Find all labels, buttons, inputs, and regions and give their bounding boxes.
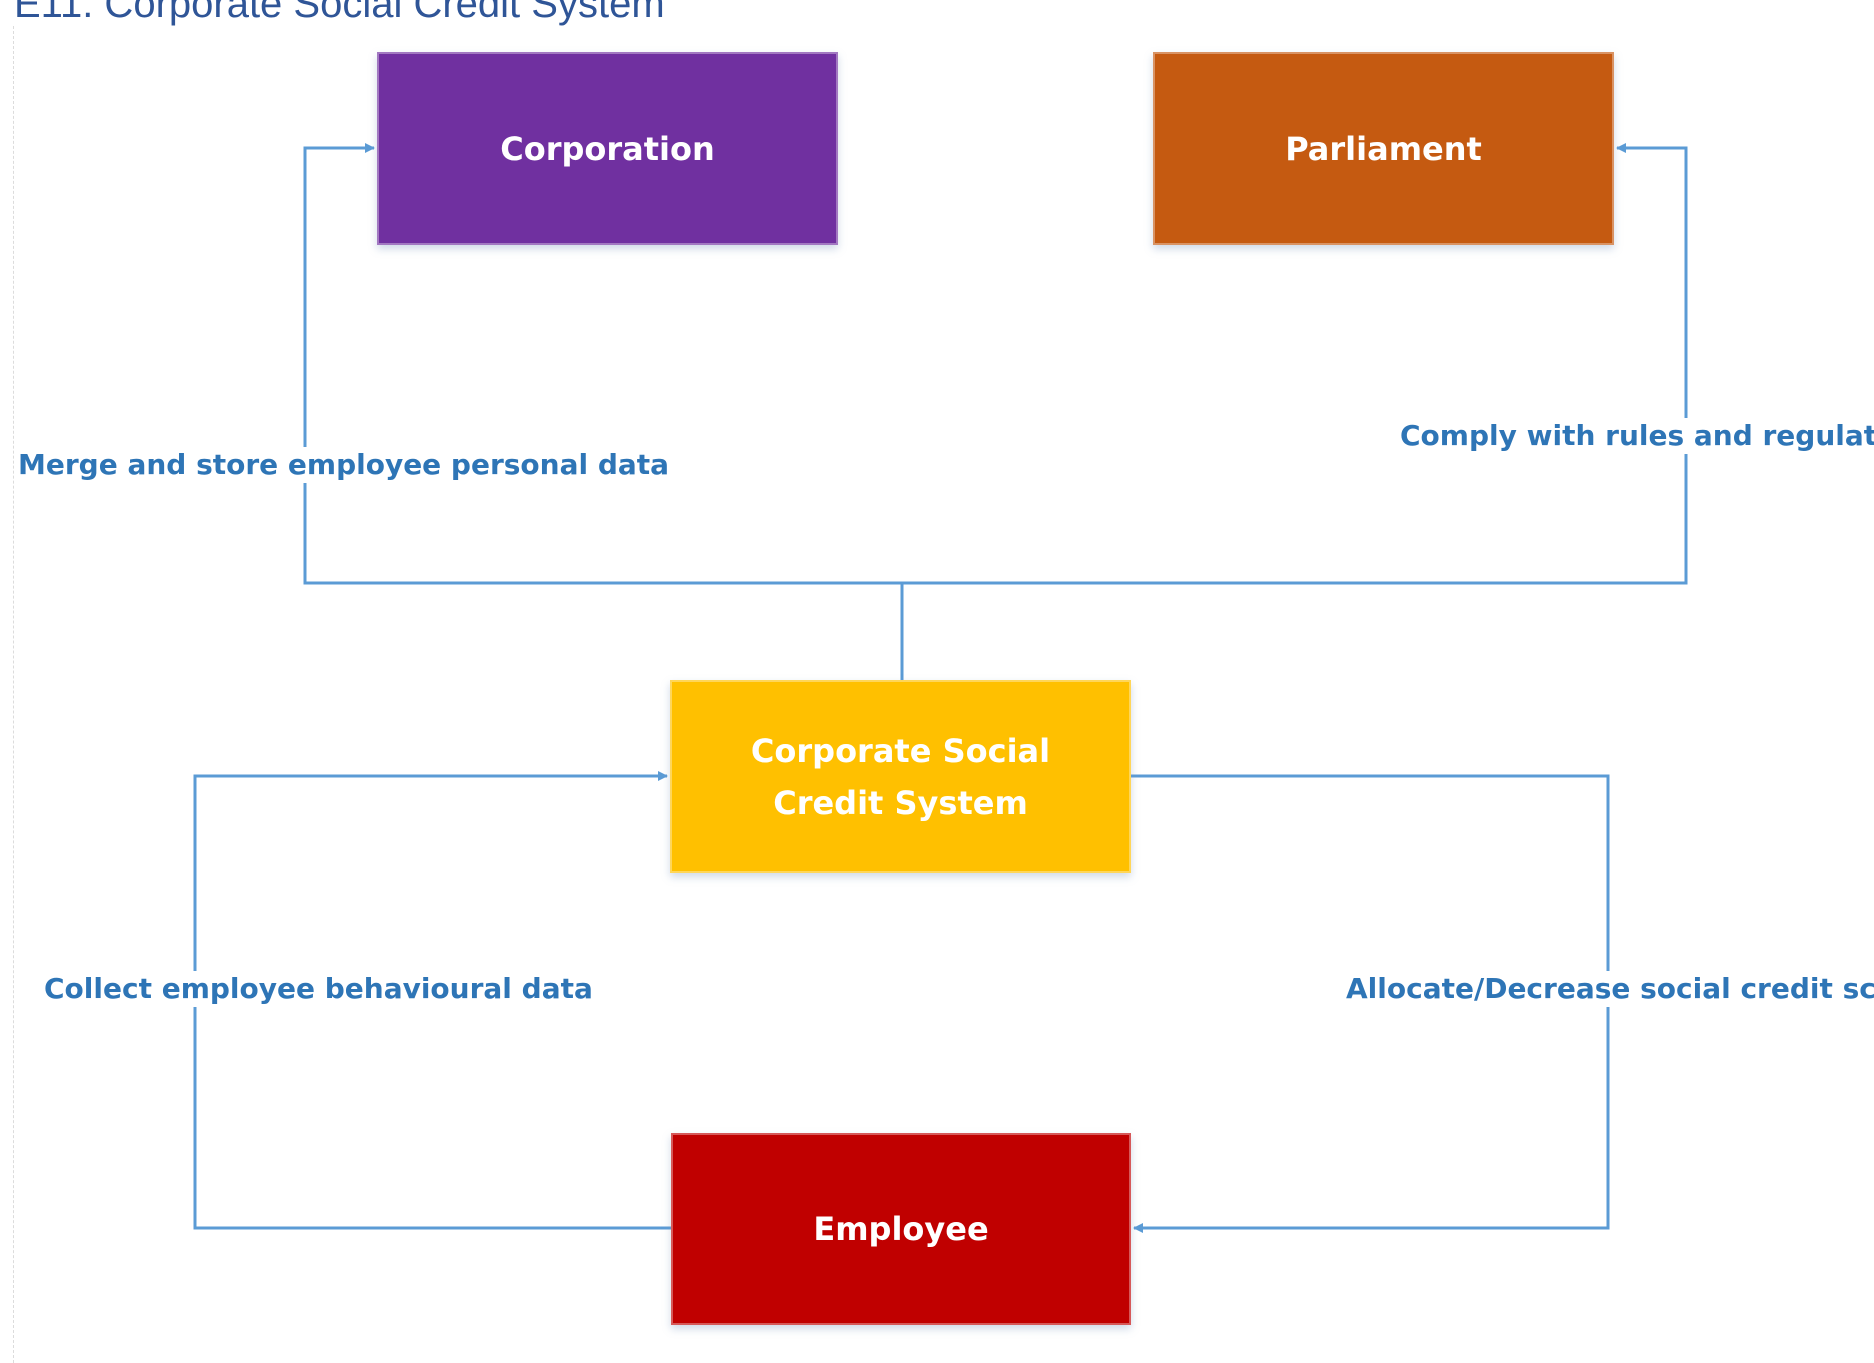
corporation-node-label: Corporation — [500, 129, 715, 168]
parliament-node-label: Parliament — [1285, 129, 1482, 168]
connector-hub-to-corporation — [303, 143, 902, 585]
connector-hub-to-parliament — [902, 143, 1688, 585]
employee-node-label: Employee — [813, 1210, 989, 1248]
corporation-node: Corporation — [377, 52, 838, 245]
page-margin-rule — [13, 26, 14, 1363]
edge-label-comply-rules: Comply with rules and regulations — [1398, 418, 1874, 454]
edge-label-collect-data: Collect employee behavioural data — [42, 971, 595, 1007]
edge-label-allocate-score: Allocate/Decrease social credit score — [1344, 971, 1874, 1007]
diagram-title: E11. Corporate Social Credit System — [14, 0, 665, 26]
social-credit-system-node-label: Corporate Social Credit System — [750, 731, 1051, 822]
employee-node: Employee — [671, 1133, 1131, 1325]
edge-label-merge-data: Merge and store employee personal data — [16, 447, 672, 483]
social-credit-system-node: Corporate Social Credit System — [670, 680, 1131, 873]
parliament-node: Parliament — [1153, 52, 1614, 245]
